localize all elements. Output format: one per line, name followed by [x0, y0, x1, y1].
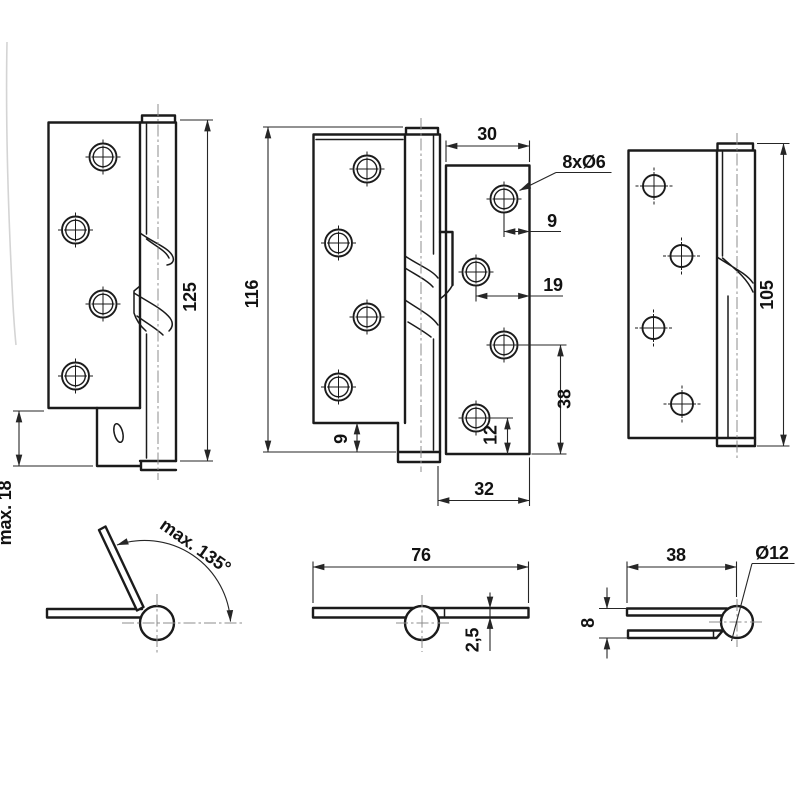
pin-hole — [634, 166, 674, 206]
dim-label-105: 105 — [757, 280, 777, 310]
dim-label-9: 9 — [331, 434, 351, 444]
knuckle-fold — [716, 256, 754, 293]
ext-lines-8 — [599, 607, 628, 639]
leaf-outline — [47, 121, 142, 410]
dim-label-32: 32 — [474, 479, 494, 499]
screw-hole — [348, 298, 386, 336]
pin-hole — [662, 236, 701, 276]
screw-hole — [57, 357, 94, 395]
pin-hole — [634, 308, 673, 348]
pin-bottom-cap — [715, 436, 757, 448]
screw-hole — [84, 285, 122, 323]
knuckle-notch — [133, 285, 147, 332]
knuckle-curl-top — [139, 232, 175, 266]
dim-label-38: 38 — [555, 389, 575, 409]
lower-plate-outline — [95, 406, 142, 468]
view-plan-folded: 38 Ø12 8 — [578, 543, 795, 659]
screw-hole — [57, 211, 94, 249]
screw-hole — [348, 150, 386, 188]
slot-hole — [113, 422, 124, 444]
ext-lines-76 — [312, 561, 530, 603]
knuckle-centerlines — [709, 599, 762, 647]
dim-label-76: 76 — [411, 545, 431, 565]
screw-hole — [485, 180, 523, 218]
dim-label-25: 2,5 — [463, 628, 483, 653]
dim-label-125: 125 — [180, 282, 200, 312]
pin-column — [715, 142, 757, 448]
moving-leaf — [97, 525, 145, 612]
pin-hole — [662, 384, 702, 424]
leaf-outline — [627, 149, 719, 440]
dim-label-38: 38 — [666, 545, 686, 565]
fixed-leaf — [45, 607, 144, 619]
ext-lines-max18 — [13, 410, 93, 467]
pin-column — [396, 126, 442, 454]
view-closed-side-left: 125 max. 18 — [0, 104, 213, 545]
screw-hole — [457, 253, 495, 291]
dim-label-max18: max. 18 — [0, 480, 15, 545]
page-edge-artifact — [5, 41, 17, 346]
holes-callout-label: 8xØ6 — [562, 152, 605, 172]
dim-label-8: 8 — [578, 618, 598, 628]
view-plan-open: 76 2,5 — [311, 545, 530, 653]
ext-lines-116 — [263, 126, 403, 453]
view-closed-side-right: 105 — [627, 133, 790, 458]
flat-bar — [311, 606, 530, 619]
screw-hole — [320, 368, 357, 406]
knuckle-curl-top — [404, 255, 439, 288]
angle-arc — [116, 538, 234, 622]
knuckle-centerlines — [396, 595, 449, 652]
pin-bottom-cap — [396, 450, 442, 464]
view-leaf-front: 30 8xØ6 9 19 38 12 32 — [437, 124, 612, 506]
callout-leader-dia12 — [730, 563, 753, 642]
dim-label-19: 19 — [543, 275, 563, 295]
dim-label-30: 30 — [477, 124, 497, 144]
upper-leaf — [625, 607, 729, 617]
dim-label-max135: max. 135° — [156, 515, 234, 578]
knuckle-curl-bottom — [133, 292, 173, 336]
ext-lines-38 — [626, 561, 738, 603]
dim-label-12: 12 — [481, 425, 501, 445]
view-closed-side-middle: 116 9 — [242, 118, 454, 472]
callout-leader — [519, 172, 557, 191]
screw-hole — [84, 138, 122, 176]
pin-right-tab — [438, 230, 454, 287]
screw-hole — [320, 224, 357, 262]
view-open-angle: max. 135° — [45, 515, 243, 654]
dim-label-dia12: Ø12 — [755, 543, 789, 563]
dim-label-9: 9 — [547, 211, 557, 231]
leaf-plate — [444, 164, 531, 456]
dim-label-116: 116 — [242, 280, 262, 309]
lower-leaf — [626, 629, 725, 640]
